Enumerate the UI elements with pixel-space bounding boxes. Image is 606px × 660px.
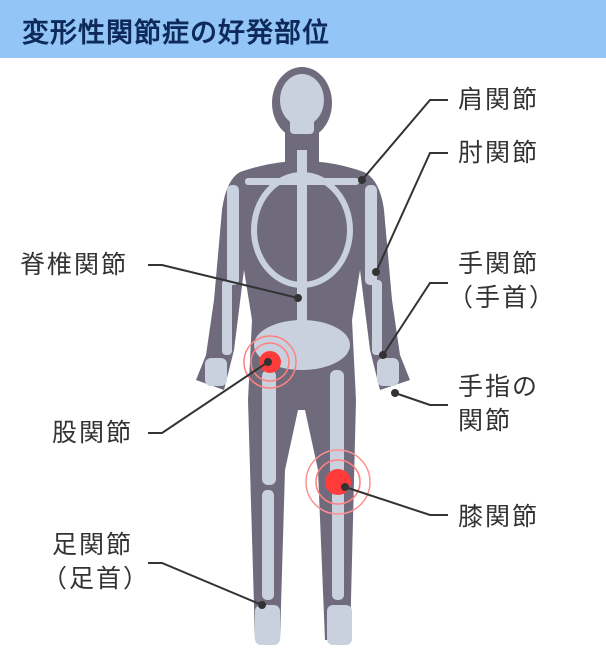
leader-lines	[148, 99, 448, 609]
label-spine: 脊椎関節	[20, 250, 129, 279]
label-finger-line1: 手指の	[458, 372, 540, 401]
page-title: 変形性関節症の好発部位	[22, 18, 330, 49]
label-ankle: 足関節 （足首）	[42, 528, 150, 596]
label-ankle-line1: 足関節	[52, 530, 134, 559]
label-finger: 手指の 関節	[458, 370, 539, 438]
label-shoulder: 肩関節	[458, 85, 540, 114]
label-finger-line2: 関節	[458, 406, 513, 435]
knee-highlight	[305, 449, 371, 515]
label-wrist: 手関節 （手首）	[448, 247, 556, 315]
title-bar: 変形性関節症の好発部位	[0, 0, 606, 58]
label-ankle-line2: （足首）	[42, 564, 151, 593]
label-knee: 膝関節	[458, 502, 540, 531]
bones	[205, 74, 399, 645]
label-hip: 股関節	[52, 418, 134, 447]
label-wrist-line2: （手首）	[448, 283, 557, 312]
label-elbow: 肘関節	[458, 138, 540, 167]
label-wrist-line1: 手関節	[458, 249, 540, 278]
